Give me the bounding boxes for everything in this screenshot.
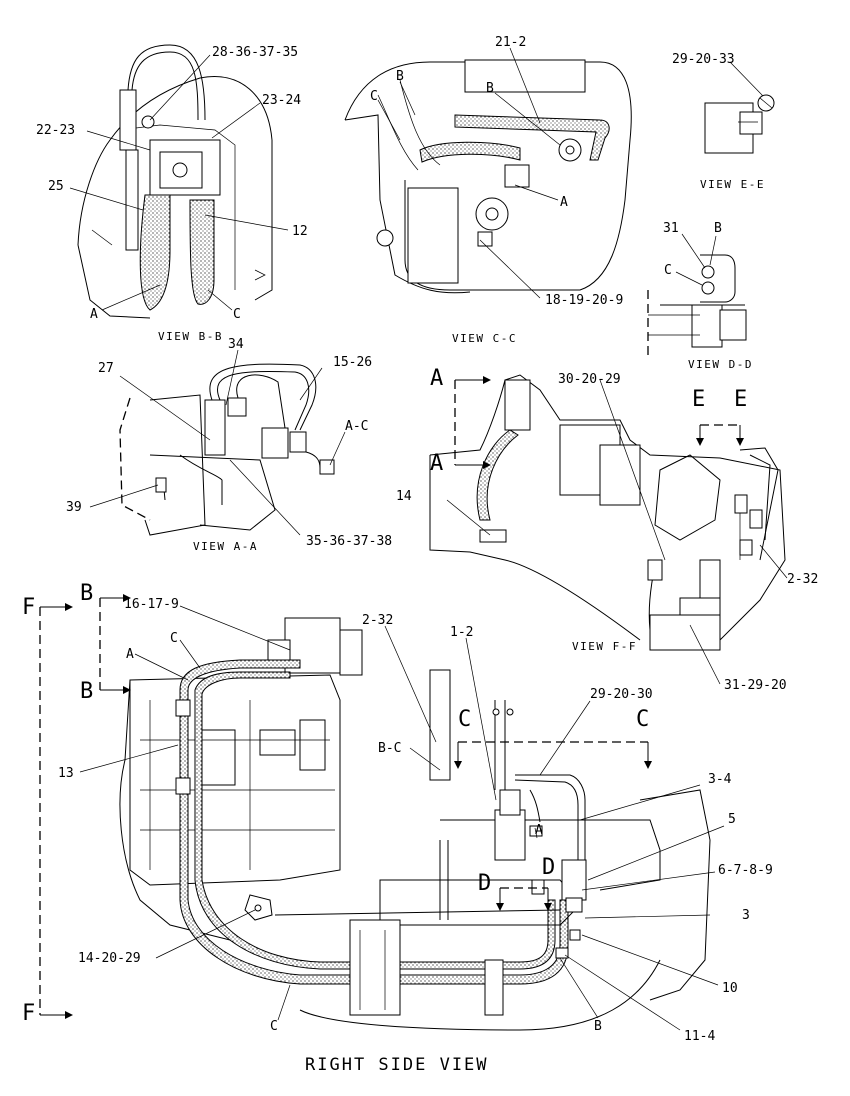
section-letter-e-left: E <box>692 387 705 412</box>
view-title-e-e: VIEW E-E <box>700 178 765 191</box>
callout-rs-c-bottom: C <box>270 1019 278 1034</box>
callout-dd-c: C <box>664 263 672 278</box>
callout-ff-14: 14 <box>396 489 412 504</box>
callout-27: 27 <box>98 361 114 376</box>
callout-29-20-30: 29-20-30 <box>590 687 653 702</box>
callout-5: 5 <box>728 812 736 827</box>
callout-rs-2-32: 2-32 <box>362 613 393 628</box>
callout-bb-a: A <box>90 307 98 322</box>
section-arrows-c <box>454 741 652 769</box>
callout-dd-b: B <box>714 221 722 236</box>
callout-rs-a: A <box>126 647 134 662</box>
callout-39: 39 <box>66 500 82 515</box>
callout-18-19-20-9: 18-19-20-9 <box>545 293 623 308</box>
section-letter-b-top: B <box>80 581 93 606</box>
section-arrows-e <box>696 424 744 446</box>
section-letter-a-top: A <box>430 366 443 391</box>
callout-cc-c: C <box>370 89 378 104</box>
callout-a-c: A-C <box>345 419 368 434</box>
page-title: RIGHT SIDE VIEW <box>305 1055 489 1075</box>
view-c-c-leaders <box>377 47 561 299</box>
callout-cc-a: A <box>560 195 568 210</box>
view-f-f-drawing <box>429 374 786 651</box>
section-letter-c-left: C <box>458 707 471 732</box>
callout-30-20-29: 30-20-29 <box>558 372 621 387</box>
view-a-a-drawing <box>119 363 335 536</box>
callout-1-2: 1-2 <box>450 625 473 640</box>
section-letter-f-bottom: F <box>22 1001 35 1026</box>
section-letter-e-right: E <box>734 387 747 412</box>
view-e-e-drawing <box>704 61 775 154</box>
section-arrows-b <box>99 594 131 694</box>
section-letter-d-right: D <box>542 855 555 880</box>
view-title-f-f: VIEW F-F <box>572 640 637 653</box>
right-side-view-drawing <box>119 617 711 1031</box>
callout-rs-b: B <box>594 1019 602 1034</box>
section-letter-f-top: F <box>22 595 35 620</box>
callout-13: 13 <box>58 766 74 781</box>
callout-11-4: 11-4 <box>684 1029 715 1044</box>
callout-bb-c: C <box>233 307 241 322</box>
section-letter-a-bottom: A <box>430 451 443 476</box>
callout-cc-b: B <box>486 81 494 96</box>
view-a-a-leaders <box>89 349 346 536</box>
callout-15-26: 15-26 <box>333 355 372 370</box>
callout-16-17-9: 16-17-9 <box>124 597 179 612</box>
section-letter-c-right: C <box>636 707 649 732</box>
callout-12: 12 <box>292 224 308 239</box>
callout-22-23: 22-23 <box>36 123 75 138</box>
section-arrows-f <box>39 603 73 1019</box>
callout-dd-31: 31 <box>663 221 679 236</box>
callout-23-24: 23-24 <box>262 93 301 108</box>
callout-14-20-29: 14-20-29 <box>78 951 141 966</box>
callout-3: 3 <box>742 908 750 923</box>
callout-rs-c-top: C <box>170 631 178 646</box>
view-title-c-c: VIEW C-C <box>452 332 517 345</box>
section-arrows-a <box>454 376 491 469</box>
callout-31-29-20: 31-29-20 <box>724 678 787 693</box>
callout-35-36-37-38: 35-36-37-38 <box>306 534 392 549</box>
section-letter-b-bottom: B <box>80 679 93 704</box>
callout-b-c: B-C <box>378 741 401 756</box>
view-b-b-leaders <box>69 54 289 311</box>
callout-10: 10 <box>722 981 738 996</box>
callout-34: 34 <box>228 337 244 352</box>
section-letter-d-left: D <box>478 871 491 896</box>
view-title-a-a: VIEW A-A <box>193 540 258 553</box>
right-side-view-leaders <box>79 605 725 1031</box>
callout-29-20-33: 29-20-33 <box>672 52 735 67</box>
callout-25: 25 <box>48 179 64 194</box>
view-c-c-drawing <box>344 59 632 294</box>
view-title-d-d: VIEW D-D <box>688 358 753 371</box>
callout-28-36-37-35: 28-36-37-35 <box>212 45 298 60</box>
view-b-b-drawing <box>77 44 273 319</box>
callout-3-4: 3-4 <box>708 772 732 787</box>
section-arrows-d <box>496 887 552 911</box>
view-title-b-b: VIEW B-B <box>158 330 223 343</box>
view-d-d-leaders <box>675 233 717 286</box>
callout-21-2: 21-2 <box>495 35 526 50</box>
callout-cc-b-left: B <box>396 69 404 84</box>
view-d-d-drawing <box>647 254 747 355</box>
callout-6-7-8-9: 6-7-8-9 <box>718 863 773 878</box>
view-f-f-leaders <box>446 379 788 685</box>
callout-ff-2-32: 2-32 <box>787 572 818 587</box>
callout-rs-a2: A <box>535 823 543 838</box>
